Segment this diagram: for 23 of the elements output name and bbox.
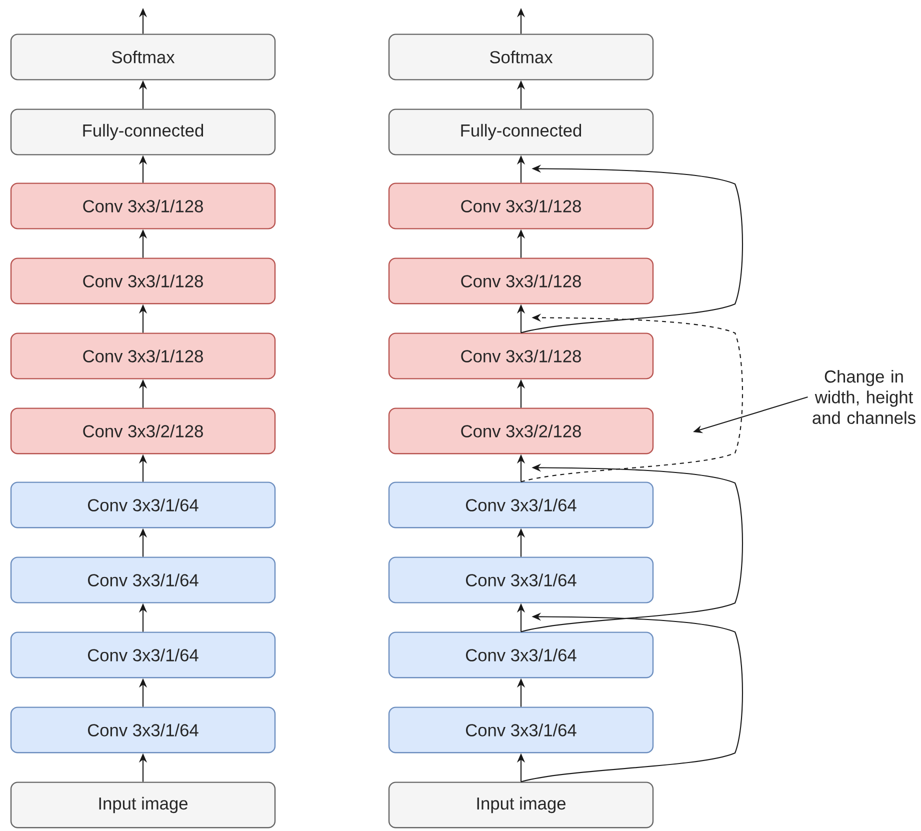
layer-box: Softmax [388,34,654,80]
layer-box: Conv 3x3/1/64 [10,556,276,604]
layer-box: Conv 3x3/1/128 [388,182,654,230]
layer-box: Input image [388,782,654,828]
layer-box: Conv 3x3/1/64 [388,482,654,528]
layer-box: Conv 3x3/1/64 [388,556,654,604]
layer-box: Conv 3x3/1/64 [388,632,654,678]
layer-box: Conv 3x3/2/128 [10,408,276,454]
layer-box: Conv 3x3/1/64 [388,706,654,754]
layer-box: Conv 3x3/1/128 [10,332,276,380]
layer-box: Conv 3x3/1/64 [10,482,276,528]
layer-box: Softmax [10,34,276,80]
layer-box: Conv 3x3/2/128 [388,408,654,454]
layer-box: Conv 3x3/1/128 [10,182,276,230]
layer-box: Input image [10,782,276,828]
annotation-text: Change in width, height and channels [812,370,916,424]
layer-box: Conv 3x3/1/128 [388,258,654,304]
layer-box: Conv 3x3/1/64 [10,632,276,678]
layer-box: Fully-connected [388,108,654,156]
layer-box: Conv 3x3/1/128 [388,332,654,380]
layer-box: Fully-connected [10,108,276,156]
layer-box: Conv 3x3/1/128 [10,258,276,304]
layer-box: Conv 3x3/1/64 [10,706,276,754]
